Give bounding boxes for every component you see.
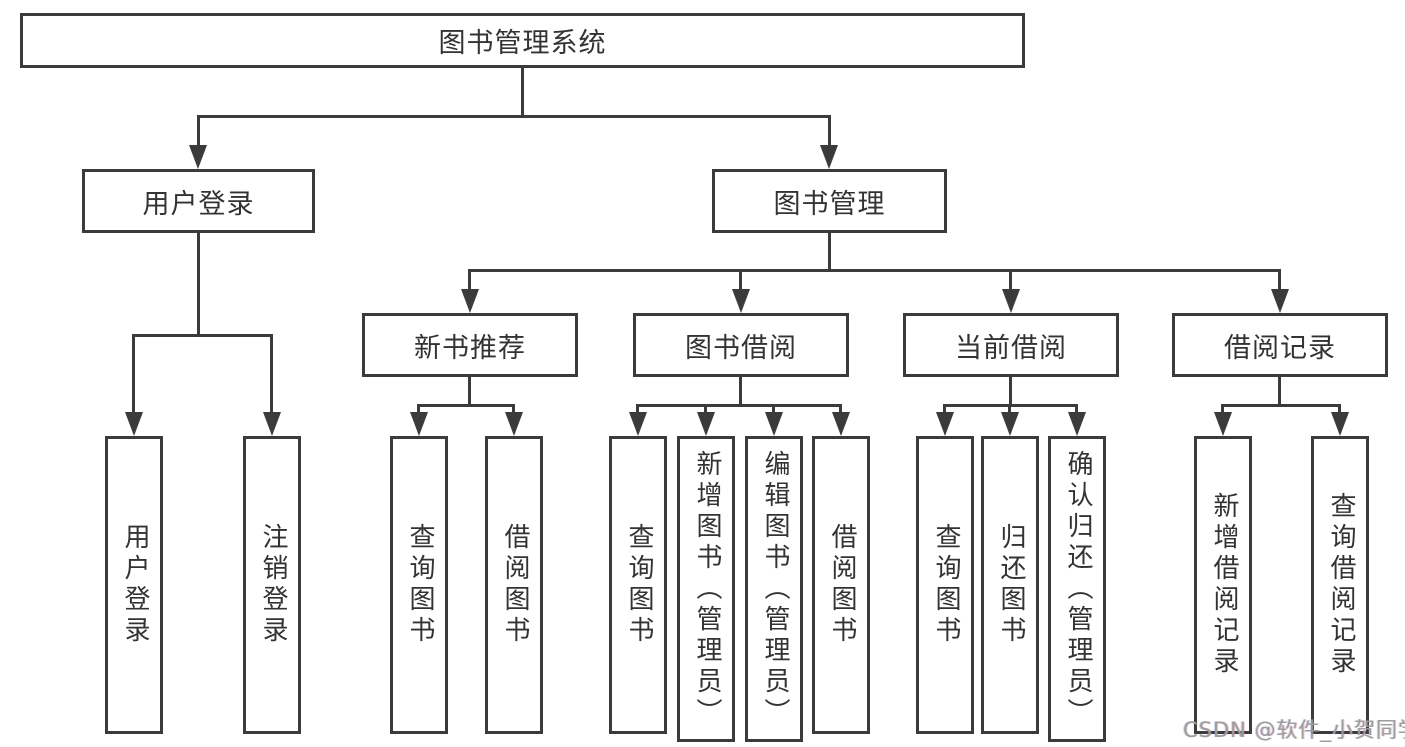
connector-borrow-records-stem xyxy=(1278,377,1281,407)
arrowhead-new-book xyxy=(461,289,479,313)
arrowhead-query-borrow-record xyxy=(1331,412,1349,436)
node-label: 图书管理 xyxy=(773,188,886,220)
connector-book-borrow-stem xyxy=(739,377,742,407)
connector-drop-book-management xyxy=(828,115,831,149)
node-book-borrow: 图书借阅 xyxy=(633,313,849,377)
connector-new-book-stem xyxy=(468,377,471,407)
connector-user-login-bar xyxy=(132,334,273,337)
leaf-label: 查询借阅记录 xyxy=(1325,492,1356,678)
arrowhead-query-books xyxy=(410,412,428,436)
connector-root-bar xyxy=(197,115,831,118)
node-label: 新书推荐 xyxy=(414,332,526,364)
arrowhead-leaf-user-login xyxy=(125,412,143,436)
leaf-label: 新增图书（管理员） xyxy=(691,449,722,729)
arrowhead-confirm-return xyxy=(1068,412,1086,436)
connector-root-stem xyxy=(521,68,524,118)
leaf-user-login: 用户登录 xyxy=(105,436,163,734)
leaf-borrow-books: 借阅图书 xyxy=(485,436,543,734)
node-library-management-system: 图书管理系统 xyxy=(20,13,1025,68)
connector-drop xyxy=(943,404,946,416)
arrowhead-book-borrow xyxy=(732,289,750,313)
leaf-edit-book-admin: 编辑图书（管理员） xyxy=(745,436,803,742)
connector-borrow-records-bar xyxy=(1221,404,1341,407)
leaf-label: 查询图书 xyxy=(623,523,654,647)
arrowhead-query-books xyxy=(936,412,954,436)
connector-drop-leaf-logout xyxy=(270,334,273,416)
leaf-label: 用户登录 xyxy=(119,523,150,647)
arrowhead-borrow-books xyxy=(832,412,850,436)
leaf-label: 归还图书 xyxy=(995,523,1026,647)
connector-book-borrow-bar xyxy=(636,404,842,407)
node-new-book-recommend: 新书推荐 xyxy=(362,313,578,377)
leaf-query-books: 查询图书 xyxy=(609,436,667,734)
leaf-label: 查询图书 xyxy=(404,523,435,647)
node-label: 借阅记录 xyxy=(1224,332,1336,364)
connector-book-management-stem xyxy=(828,233,831,272)
leaf-label: 编辑图书（管理员） xyxy=(759,449,790,729)
connector-drop xyxy=(1075,404,1078,416)
leaf-logout-login: 注销登录 xyxy=(243,436,301,734)
arrowhead-edit-book xyxy=(765,412,783,436)
connector-drop xyxy=(1338,404,1341,416)
connector-drop xyxy=(417,404,420,416)
arrowhead-book-management xyxy=(820,145,838,169)
arrowhead-return-book xyxy=(1001,412,1019,436)
connector-drop xyxy=(772,404,775,416)
node-borrow-records: 借阅记录 xyxy=(1172,313,1388,377)
arrowhead-current-borrow xyxy=(1002,289,1020,313)
connector-drop xyxy=(1221,404,1224,416)
connector-drop xyxy=(704,404,707,416)
arrowhead-leaf-logout xyxy=(263,412,281,436)
node-user-login: 用户登录 xyxy=(82,169,315,233)
arrowhead-borrow-records xyxy=(1271,289,1289,313)
leaf-query-books: 查询图书 xyxy=(916,436,974,734)
leaf-query-books: 查询图书 xyxy=(390,436,448,734)
connector-drop-user-login xyxy=(197,115,200,149)
connector-drop-leaf-user-login xyxy=(132,334,135,416)
node-label: 用户登录 xyxy=(142,188,255,220)
leaf-borrow-books: 借阅图书 xyxy=(812,436,870,734)
connector-drop-borrow-records xyxy=(1278,269,1281,293)
connector-drop-book-borrow xyxy=(739,269,742,293)
connector-drop-new-book xyxy=(468,269,471,293)
arrowhead-query-books xyxy=(629,412,647,436)
node-book-management: 图书管理 xyxy=(712,169,947,233)
leaf-add-book-admin: 新增图书（管理员） xyxy=(677,436,735,742)
arrowhead-add-book xyxy=(697,412,715,436)
node-label: 图书管理系统 xyxy=(438,28,607,59)
connector-new-book-bar xyxy=(417,404,515,407)
node-current-borrow: 当前借阅 xyxy=(903,313,1119,377)
arrowhead-borrow-books xyxy=(505,412,523,436)
leaf-return-book: 归还图书 xyxy=(981,436,1039,734)
connector-drop xyxy=(636,404,639,416)
leaf-label: 新增借阅记录 xyxy=(1208,492,1239,678)
connector-drop xyxy=(512,404,515,416)
leaf-confirm-return-admin: 确认归还（管理员） xyxy=(1048,436,1106,742)
connector-book-management-bar xyxy=(470,269,1281,272)
leaf-query-borrow-record: 查询借阅记录 xyxy=(1311,436,1369,734)
csdn-watermark: CSDN @软件_小贺同学 xyxy=(1183,718,1405,742)
leaf-label: 借阅图书 xyxy=(499,523,530,647)
connector-current-borrow-stem xyxy=(1009,377,1012,407)
leaf-label: 注销登录 xyxy=(257,523,288,647)
leaf-label: 借阅图书 xyxy=(826,523,857,647)
leaf-label: 查询图书 xyxy=(930,523,961,647)
connector-user-login-stem xyxy=(197,233,200,337)
connector-drop xyxy=(1008,404,1011,416)
leaf-add-borrow-record: 新增借阅记录 xyxy=(1194,436,1252,734)
connector-drop-current-borrow xyxy=(1009,269,1012,293)
arrowhead-user-login xyxy=(189,145,207,169)
leaf-label: 确认归还（管理员） xyxy=(1062,449,1093,729)
arrowhead-add-borrow-record xyxy=(1214,412,1232,436)
node-label: 图书借阅 xyxy=(685,332,797,364)
node-label: 当前借阅 xyxy=(955,332,1067,364)
connector-drop xyxy=(839,404,842,416)
